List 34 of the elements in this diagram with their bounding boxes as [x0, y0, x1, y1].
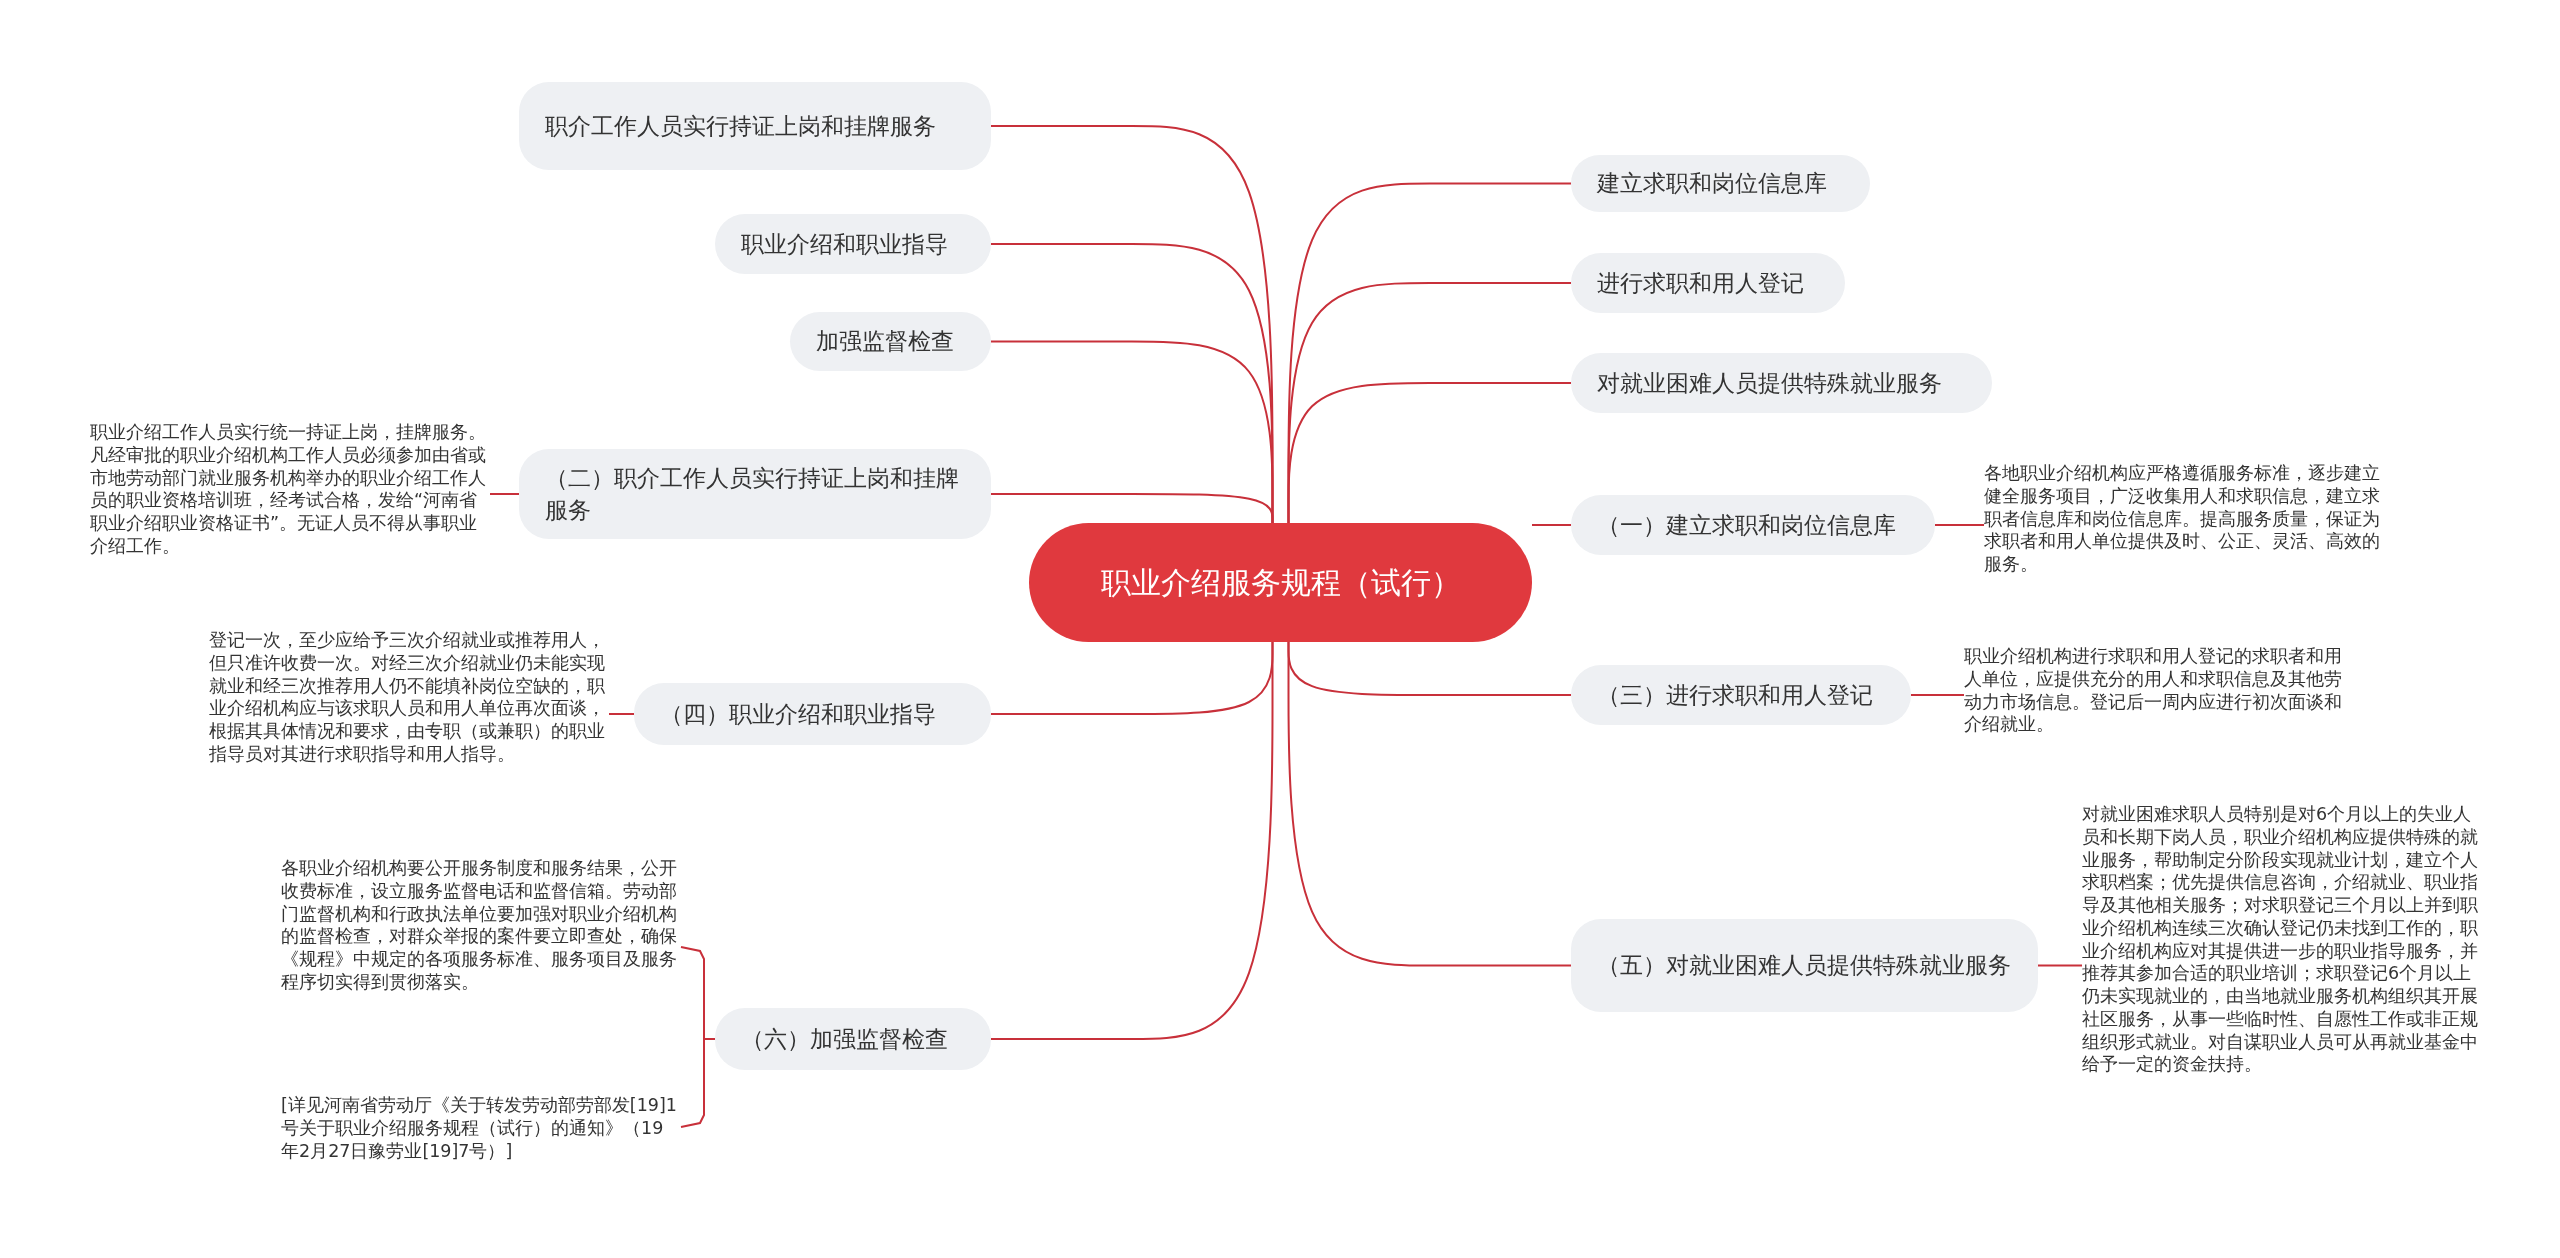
topic-pill: [1571, 919, 2038, 1012]
topic-label: 建立求职和岗位信息库: [1597, 169, 1827, 199]
connector-line: [608, 713, 635, 715]
connector-line: [2037, 964, 2083, 967]
connector-line: [1934, 524, 1985, 526]
topic-label: （四）职业介绍和职业指导: [660, 699, 936, 729]
topic-label: 职业介绍和职业指导: [741, 229, 948, 259]
topic-label: 加强监督检查: [816, 327, 954, 357]
branch-line: [1531, 524, 1572, 526]
topic-label: （三）进行求职和用人登记: [1597, 680, 1873, 710]
topic-label: （一）建立求职和岗位信息库: [1597, 510, 1896, 540]
branch-line: [1287, 641, 1572, 967]
connector-line: [489, 493, 520, 495]
branch-line: [990, 641, 1274, 1040]
central-topic-label: 职业介绍服务规程（试行）: [1100, 563, 1461, 602]
topic-label: （五）对就业困难人员提供特殊就业服务: [1597, 951, 2011, 981]
note-text: 职业介绍机构进行求职和用人登记的求职者和用人单位，应提供充分的用人和求职信息及其他劳动力市场信息。登记后一周内应进行初次面谈和介绍就业。: [1964, 645, 2359, 736]
topic-pill: [519, 82, 991, 170]
note-text: 各地职业介绍机构应严格遵循服务标准，逐步建立健全服务项目，广泛收集用人和求职信息，建立求职者信息库和岗位信息库。提高服务质量，保证为求职者和用人单位提供及时、公正、灵活、高效的服务。: [1984, 462, 2384, 576]
topic-pill: [1571, 155, 1870, 212]
branch-line: [990, 493, 1274, 524]
note-text: 各职业介绍机构要公开服务制度和服务结果，公开收费标准，设立服务监督电话和监督信箱。劳动部门监督机构和行政执法单位要加强对职业介绍机构的监督检查，对群众举报的案件要立即查处，确保《规程》中规定的各项服务标准、服务项目及服务程序切实得到贯彻落实。: [281, 857, 681, 994]
topic-label: 对就业困难人员提供特殊就业服务: [1597, 368, 1942, 398]
branch-line: [1287, 382, 1572, 524]
connector-line: [1910, 694, 1965, 696]
note-text: 登记一次，至少应给予三次介绍就业或推荐用人，但只准许收费一次。对经三次介绍就业仍未能实现就业和经三次推荐用人仍不能填补岗位空缺的，职业介绍机构应与该求职人员和用人单位再次面谈，根据其具体情况和要求，由专职（或兼职）的职业指导员对其进行求职指导和用人指导。: [209, 629, 609, 766]
topic-label: 职介工作人员实行持证上岗和挂牌服务: [545, 111, 936, 141]
note-text: [详见河南省劳动厅《关于转发劳动部劳部发[19]1号关于职业介绍服务规程（试行）的通知》（19年2月27日豫劳业[19]7号）]: [281, 1094, 681, 1163]
topic-pill: [519, 449, 991, 539]
topic-label: 进行求职和用人登记: [1597, 268, 1804, 298]
topic-label: （二）职介工作人员实行持证上岗和挂牌服务: [545, 463, 960, 525]
note-text: 对就业困难求职人员特别是对6个月以上的失业人员和长期下岗人员，职业介绍机构应提供特殊的就业服务，帮助制定分阶段实现就业计划，建立个人求职档案；优先提供信息咨询，介绍就业、职业指导及其他相关服务；对求职登记三个月以上并到职业介绍机构连续三次确认登记仍未找到工作的，职业介绍机构应对其提供进一步的职业指导服务，并推荐其参加合适的职业培训；求职登记6个月以上仍未实现就业的，由当地就业服务机构组织其开展社区服务，从事一些临时性、自愿性工作或非正规组织形式就业。对自谋职业人员可从再就业基金中给予一定的资金扶持。: [2082, 803, 2482, 1076]
note-text: 职业介绍工作人员实行统一持证上岗，挂牌服务。凡经审批的职业介绍机构工作人员必须参加由省或市地劳动部门就业服务机构举办的职业介绍工作人员的职业资格培训班，经考试合格，发给“河南省职业介绍职业资格证书”。无证人员不得从事职业介绍工作。: [90, 421, 490, 558]
topic-label: （六）加强监督检查: [741, 1024, 948, 1054]
